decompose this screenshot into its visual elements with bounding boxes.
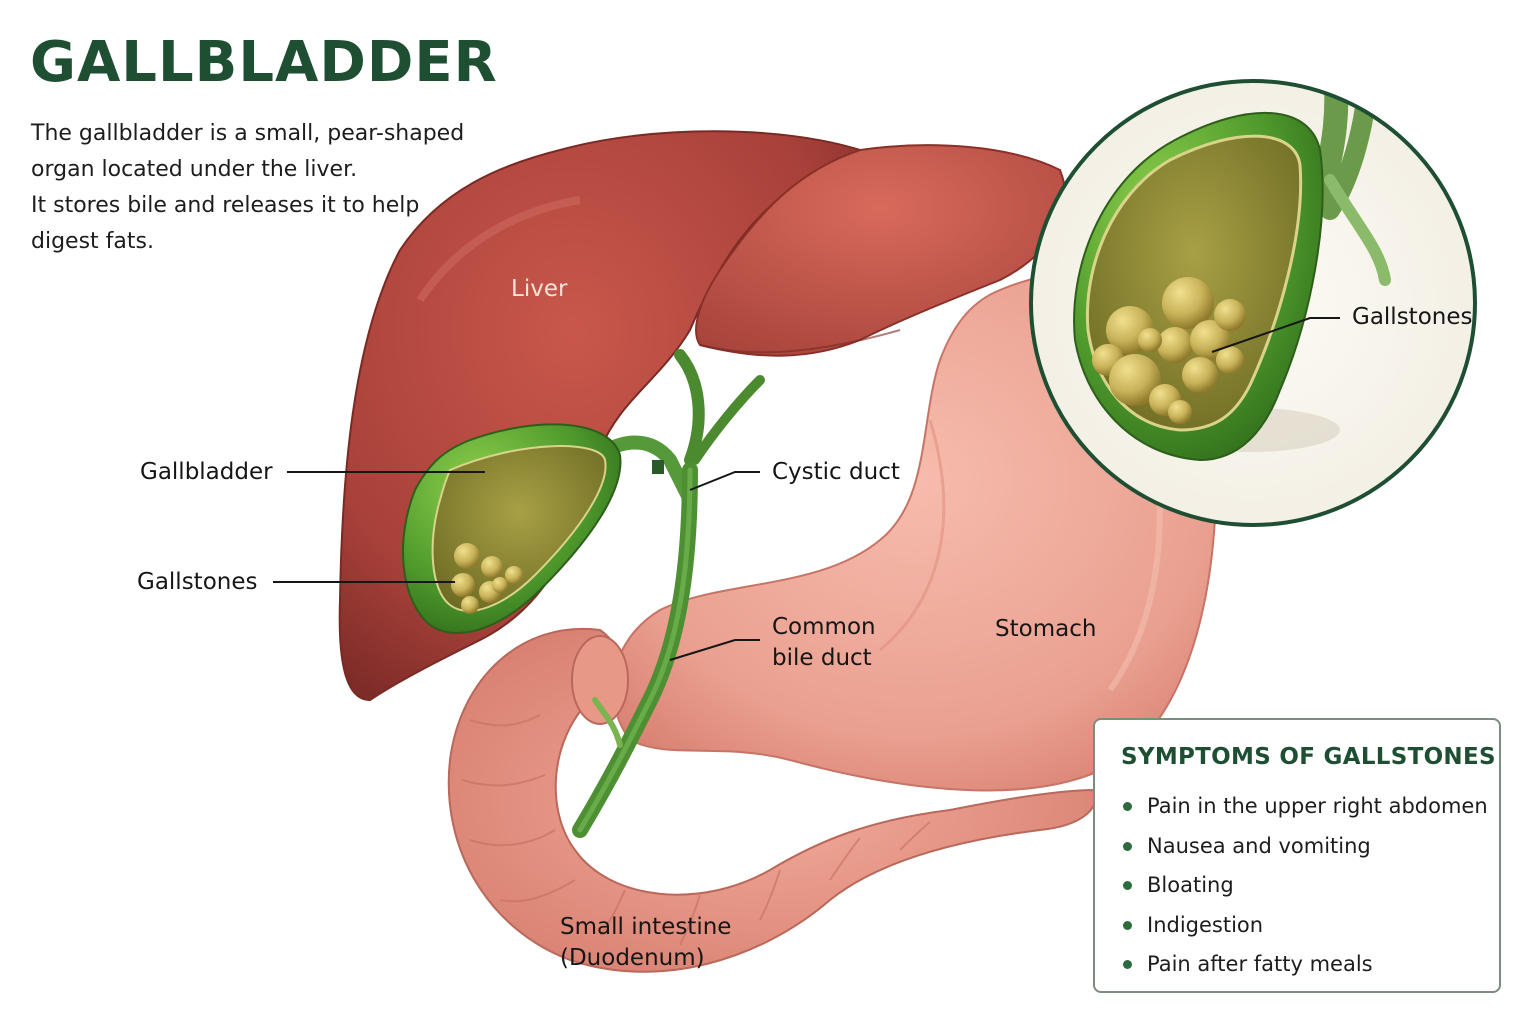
description-line: digest fats.: [31, 229, 154, 254]
leader-cystic-duct: [689, 471, 760, 491]
label-cystic-duct: Cystic duct: [772, 459, 900, 485]
bullet-icon: [1123, 920, 1132, 930]
leader-common-bile-duct: [669, 639, 760, 661]
description-line: The gallbladder is a small, pear-shaped: [31, 121, 465, 146]
symptom-item: Indigestion: [1121, 911, 1488, 951]
small-intestine-shape: [447, 627, 1097, 973]
description: The gallbladder is a small, pear-shaped …: [31, 116, 481, 260]
symptoms-title: SYMPTOMS OF GALLSTONES: [1121, 744, 1496, 770]
symptom-item: Pain after fatty meals: [1121, 950, 1488, 990]
bullet-icon: [1123, 802, 1132, 811]
label-gallbladder: Gallbladder: [140, 459, 273, 485]
symptom-item: Nausea and vomiting: [1121, 832, 1488, 872]
bullet-icon: [1123, 881, 1132, 890]
label-stomach: Stomach: [995, 616, 1097, 642]
symptom-item: Bloating: [1121, 871, 1488, 911]
label-common-bile-duct: Common bile duct: [772, 614, 876, 671]
symptom-item: Pain in the upper right abdomen: [1121, 792, 1488, 832]
hepatic-duct: [674, 349, 705, 466]
bullet-icon: [1123, 841, 1132, 851]
label-liver: Liver: [511, 276, 568, 302]
label-small-intestine: Small intestine (Duodenum): [560, 914, 732, 971]
liver-left-lobe: [695, 144, 1067, 357]
gallbladder-inset: [1029, 79, 1477, 527]
description-line: It stores bile and releases it to help: [31, 193, 420, 218]
description-line: organ located under the liver.: [31, 157, 358, 182]
label-gallstones: Gallstones: [137, 569, 258, 595]
label-inset-gallstones: Gallstones: [1352, 304, 1473, 330]
gallstones-main: [451, 543, 523, 614]
symptoms-list: Pain in the upper right abdomen Nausea a…: [1121, 792, 1488, 990]
bullet-icon: [1123, 960, 1132, 969]
page-title: GALLBLADDER: [30, 30, 498, 95]
leader-inset-gallstones: [1211, 317, 1340, 353]
symptoms-box: SYMPTOMS OF GALLSTONES Pain in the upper…: [1093, 718, 1501, 993]
